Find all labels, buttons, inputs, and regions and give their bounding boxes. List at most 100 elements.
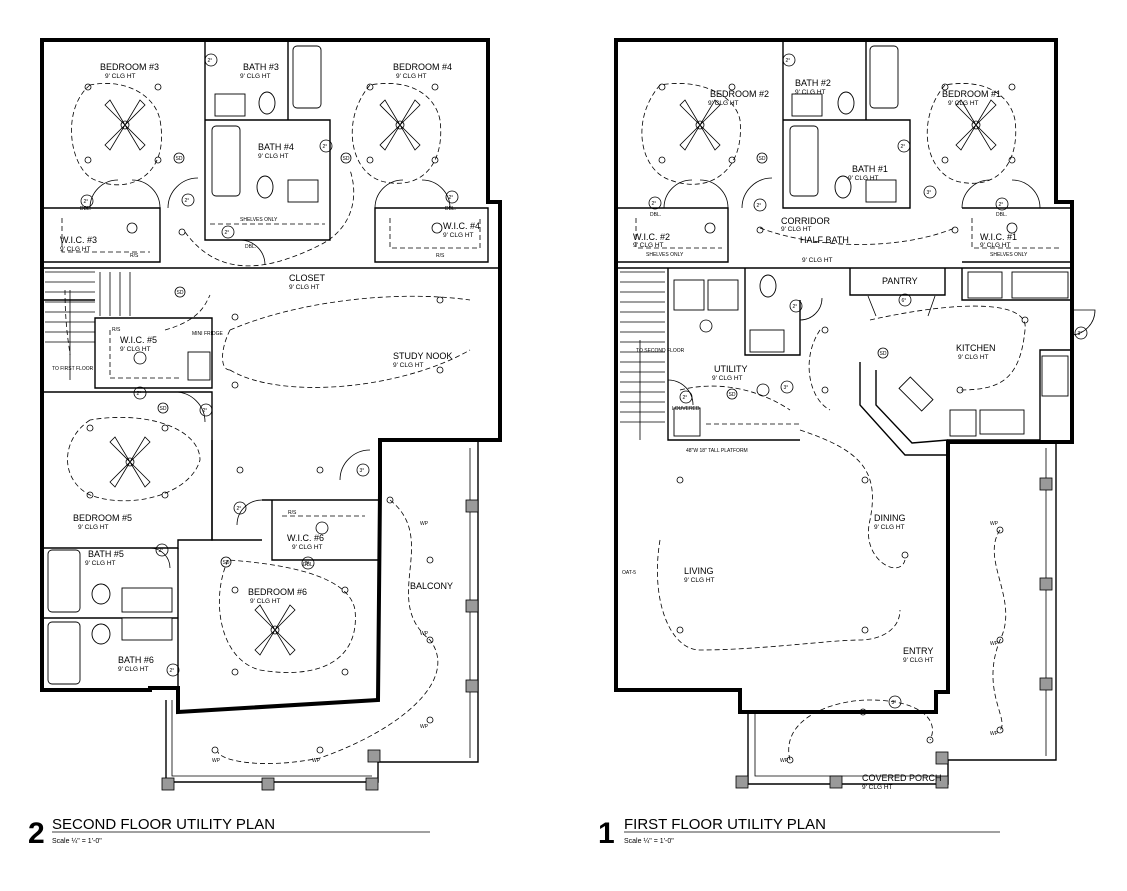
rs-note: R/S — [288, 510, 297, 516]
first-floor-room-labels: BEDROOM #2 9' CLG HT BATH #2 9' CLG HT B… — [622, 78, 1028, 791]
circled-tag-label: 3° — [784, 385, 789, 391]
shelves-note: SHELVES ONLY — [990, 252, 1028, 258]
room-label: BEDROOM #6 — [248, 587, 307, 597]
circled-tag-icon — [221, 225, 235, 239]
drawing-title: SECOND FLOOR UTILITY PLAN — [52, 816, 275, 833]
room-label: BATH #4 — [258, 142, 294, 152]
room-ceiling: 9' CLG HT — [240, 73, 271, 80]
room-ceiling: 9' CLG HT — [633, 242, 664, 249]
circled-tag-label: 2° — [305, 561, 310, 567]
light-fixtures — [84, 83, 444, 754]
circled-tag-icon — [301, 556, 315, 570]
room-ceiling: 9' CLG HT — [396, 73, 427, 80]
room-ceiling: 9' CLG HT — [258, 153, 289, 160]
smoke-detector-icon — [756, 152, 768, 164]
wp-symbol: WP — [312, 758, 321, 764]
room-ceiling: 9' CLG HT — [948, 100, 979, 107]
smoke-detector-icon — [340, 152, 352, 164]
smoke-detector-icon — [173, 152, 185, 164]
dbl-note: DBL. — [245, 244, 256, 250]
room-label: CORRIDOR — [781, 216, 830, 226]
circled-tag-icon — [897, 139, 911, 153]
room-ceiling: 9' CLG HT — [393, 362, 424, 369]
circled-tag-label: 2° — [137, 391, 142, 397]
circled-tag-icon — [233, 501, 247, 515]
circled-tag-label: 2° — [683, 395, 688, 401]
rs-note: R/S — [436, 253, 445, 259]
smoke-detector-icon — [220, 556, 232, 568]
circled-tag-icon — [445, 190, 459, 204]
stair-note: TO SECOND FLOOR — [636, 348, 685, 354]
circled-tag-icon — [789, 299, 803, 313]
smoke-detector-label: SD — [223, 560, 230, 566]
platform-note: 48"W 18" TALL PLATFORM — [686, 448, 748, 454]
room-ceiling: 9' CLG HT — [85, 560, 116, 567]
ceiling-fan-icon — [379, 99, 421, 151]
circled-tag-icon — [898, 293, 912, 307]
room-ceiling: 9' CLG HT — [708, 100, 739, 107]
stair — [45, 271, 131, 380]
smoke-detector-label: SD — [729, 392, 736, 398]
smoke-detector-icon — [877, 347, 889, 359]
wp-symbol: WP — [212, 758, 221, 764]
circled-tag-label: 2° — [170, 668, 175, 674]
room-ceiling: 9' CLG HT — [862, 784, 893, 791]
second-floor-title: 2 SECOND FLOOR UTILITY PLAN Scale ¼" = 1… — [28, 816, 430, 850]
room-ceiling: 9' CLG HT — [874, 524, 905, 531]
room-ceiling: 9' CLG HT — [60, 246, 91, 253]
room-label: W.I.C. #5 — [120, 335, 157, 345]
drawing-scale: Scale ¼" = 1'-0" — [624, 838, 674, 845]
circled-tag-icon — [780, 380, 794, 394]
circled-tag-icon — [204, 53, 218, 67]
room-label: BEDROOM #1 — [942, 89, 1001, 99]
circled-tag-label: 2° — [901, 144, 906, 150]
stair-note: TO FIRST FLOOR — [52, 366, 94, 372]
room-ceiling: 9' CLG HT — [980, 242, 1011, 249]
room-label: DINING — [874, 513, 906, 523]
wp-symbol: WP — [990, 641, 999, 647]
room-ceiling: 9' CLG HT — [712, 375, 743, 382]
dbl-note: DBL. — [445, 206, 456, 212]
circled-tag-icon — [199, 403, 213, 417]
circled-tag-label: 6° — [902, 298, 907, 304]
drawing-title: FIRST FLOOR UTILITY PLAN — [624, 816, 826, 833]
room-ceiling: 9' CLG HT — [802, 257, 833, 264]
room-ceiling: 9' CLG HT — [78, 524, 109, 531]
room-label: ENTRY — [903, 646, 933, 656]
circled-tag-icon — [181, 193, 195, 207]
ceiling-fan-icon — [254, 604, 296, 656]
circled-tag-label: 3° — [927, 190, 932, 196]
dbl-note: DBL. — [996, 212, 1007, 218]
room-label: W.I.C. #4 — [443, 221, 480, 231]
room-label: BEDROOM #5 — [73, 513, 132, 523]
rs-note: R/S — [112, 327, 121, 333]
smoke-detector-label: SD — [176, 156, 183, 162]
room-label: BATH #3 — [243, 62, 279, 72]
room-ceiling: 9' CLG HT — [250, 598, 281, 605]
circled-tag-label: 3° — [360, 468, 365, 474]
room-label: BEDROOM #2 — [710, 89, 769, 99]
room-ceiling: 9' CLG HT — [443, 232, 474, 239]
room-label: W.I.C. #2 — [633, 232, 670, 242]
circled-tag-icon — [782, 53, 796, 67]
circled-tag-icon — [1074, 326, 1088, 340]
second-floor-plan: BEDROOM #3 9' CLG HT BATH #3 9' CLG HT B… — [28, 38, 502, 850]
room-ceiling: 9' CLG HT — [781, 226, 812, 233]
room-ceiling: 9' CLG HT — [848, 175, 879, 182]
circled-tag-label: 2° — [203, 408, 208, 414]
smoke-detector-label: SD — [343, 156, 350, 162]
circled-tag-icon — [648, 196, 662, 210]
room-label: BATH #1 — [852, 164, 888, 174]
room-label: STUDY NOOK — [393, 351, 452, 361]
dbl-note: DBL. — [303, 562, 314, 568]
drawing-number: 1 — [598, 817, 615, 850]
room-ceiling: 9' CLG HT — [289, 284, 320, 291]
circled-tag-label: 2° — [793, 304, 798, 310]
circled-tag-label: 2° — [225, 230, 230, 236]
room-ceiling: 9' CLG HT — [118, 666, 149, 673]
rs-note: R/S — [130, 253, 139, 259]
drawing-number: 2 — [28, 817, 45, 850]
circled-tag-label: 2° — [449, 195, 454, 201]
fridge-note: MINI FRIDGE — [192, 331, 223, 337]
